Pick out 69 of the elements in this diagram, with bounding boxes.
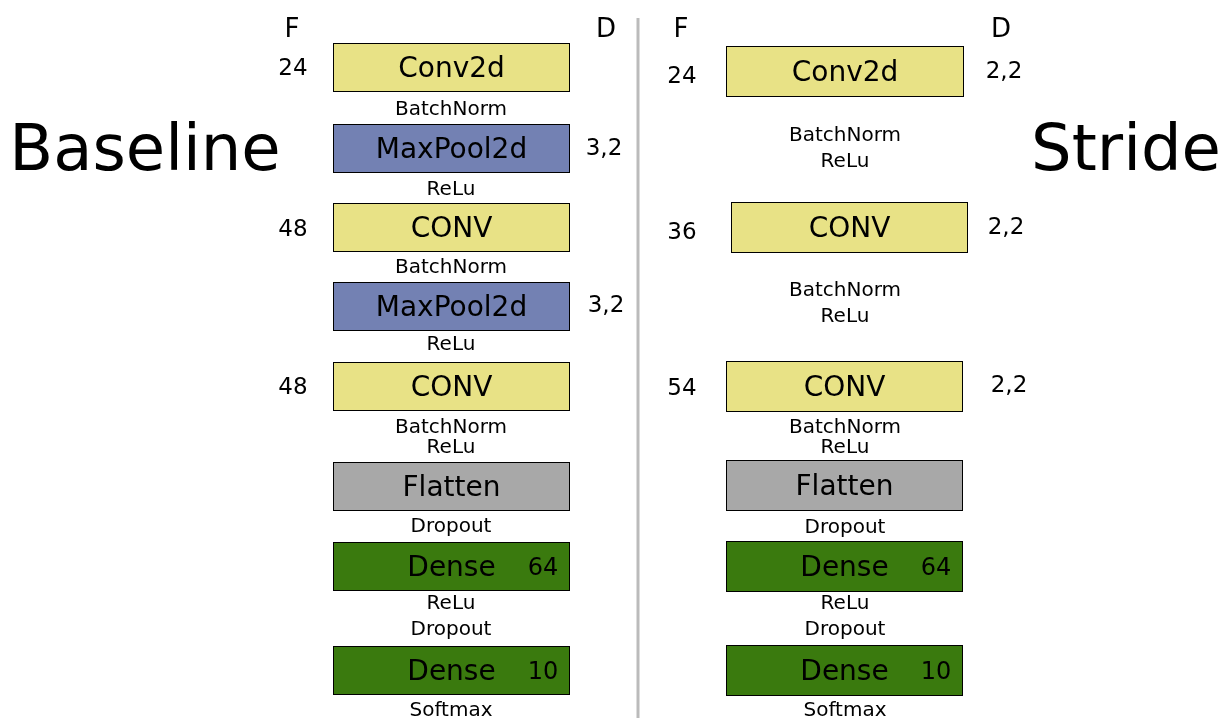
layer-name: Conv2d — [398, 52, 505, 83]
operation-label: ReLu — [426, 332, 476, 354]
dense-layer-box — [333, 646, 570, 695]
operation-label: BatchNorm — [395, 255, 507, 277]
column-header: D — [991, 13, 1011, 43]
layer-name: CONV — [410, 212, 493, 243]
filter-count: 36 — [667, 219, 697, 245]
operation-label: ReLu — [426, 435, 476, 457]
flatten-layer-box — [726, 460, 963, 511]
layer-name: MaxPool2d — [375, 291, 528, 322]
operation-label: ReLu — [820, 149, 870, 171]
dense-layer-box — [333, 542, 570, 591]
operation-label: Dropout — [804, 515, 886, 537]
column-header: F — [284, 13, 300, 43]
operation-label: Dropout — [410, 617, 492, 639]
layer-name: CONV — [803, 371, 886, 402]
filter-count: 48 — [278, 216, 308, 242]
filter-count: 48 — [278, 374, 308, 400]
operation-label: ReLu — [820, 435, 870, 457]
operation-label: Dropout — [804, 617, 886, 639]
operation-label: BatchNorm — [395, 415, 507, 437]
operation-label: ReLu — [820, 591, 870, 613]
kernel-stride: 3,2 — [587, 292, 625, 318]
layer-name: Dense — [407, 655, 496, 686]
kernel-stride: 3,2 — [585, 135, 623, 161]
unit-count: 10 — [920, 657, 952, 684]
kernel-stride: 2,2 — [987, 214, 1025, 240]
conv-layer-box — [333, 43, 570, 92]
operation-label: ReLu — [426, 591, 476, 613]
filter-count: 24 — [667, 63, 697, 89]
layer-name: CONV — [410, 371, 493, 402]
conv-layer-box — [726, 46, 964, 97]
layer-name: Conv2d — [791, 56, 899, 87]
model-title: Baseline — [9, 112, 281, 184]
operation-label: Dropout — [410, 514, 492, 536]
pooling-layer-box — [333, 124, 570, 173]
operation-label: ReLu — [820, 304, 870, 326]
layer-name: Flatten — [795, 470, 894, 501]
kernel-stride: 2,2 — [990, 372, 1028, 398]
dense-layer-box — [726, 645, 963, 696]
conv-layer-box — [731, 202, 968, 253]
layer-name: Dense — [800, 551, 889, 582]
flatten-layer-box — [333, 462, 570, 511]
operation-label: BatchNorm — [789, 415, 901, 437]
operation-label: Softmax — [409, 698, 493, 720]
layer-name: Dense — [407, 551, 496, 582]
layer-name: Dense — [800, 655, 889, 686]
kernel-stride: 2,2 — [985, 58, 1023, 84]
column-header: D — [596, 13, 616, 43]
filter-count: 24 — [278, 55, 308, 81]
operation-label: BatchNorm — [789, 123, 901, 145]
layer-name: Flatten — [402, 471, 501, 502]
pooling-layer-box — [333, 282, 570, 331]
dense-layer-box — [726, 541, 963, 592]
conv-layer-box — [333, 362, 570, 411]
conv-layer-box — [333, 203, 570, 252]
column-header: F — [673, 13, 689, 43]
unit-count: 64 — [527, 553, 559, 580]
layer-name: CONV — [808, 212, 891, 243]
operation-label: Softmax — [803, 698, 887, 720]
layer-name: MaxPool2d — [375, 133, 528, 164]
conv-layer-box — [726, 361, 963, 412]
model-title: Stride — [1031, 112, 1221, 184]
operation-label: BatchNorm — [789, 278, 901, 300]
filter-count: 54 — [667, 375, 697, 401]
unit-count: 10 — [527, 657, 559, 684]
operation-label: ReLu — [426, 177, 476, 199]
unit-count: 64 — [920, 553, 952, 580]
operation-label: BatchNorm — [395, 97, 507, 119]
